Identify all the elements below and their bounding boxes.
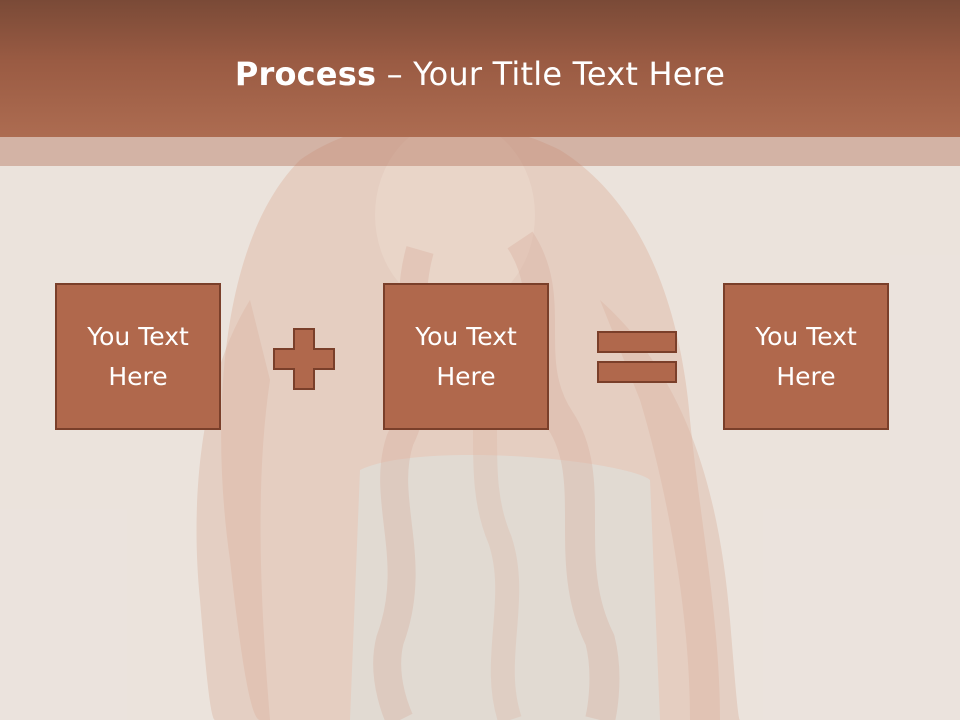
title-bar-strip <box>0 137 960 166</box>
title-dash: – <box>376 55 414 93</box>
title-bar <box>0 0 960 137</box>
process-box-2-text: You Text Here <box>415 321 517 391</box>
plus-icon <box>273 328 335 390</box>
title-rest: Your Title Text Here <box>413 55 726 93</box>
process-box-3[interactable]: You Text Here <box>723 283 889 430</box>
equals-icon <box>597 331 677 383</box>
title-bold: Process <box>234 55 377 93</box>
process-box-2[interactable]: You Text Here <box>383 283 549 430</box>
process-box-1-text: You Text Here <box>87 321 189 391</box>
process-box-3-text: You Text Here <box>755 321 857 391</box>
slide-title[interactable]: Process – Your Title Text Here <box>0 54 960 94</box>
process-box-1[interactable]: You Text Here <box>55 283 221 430</box>
